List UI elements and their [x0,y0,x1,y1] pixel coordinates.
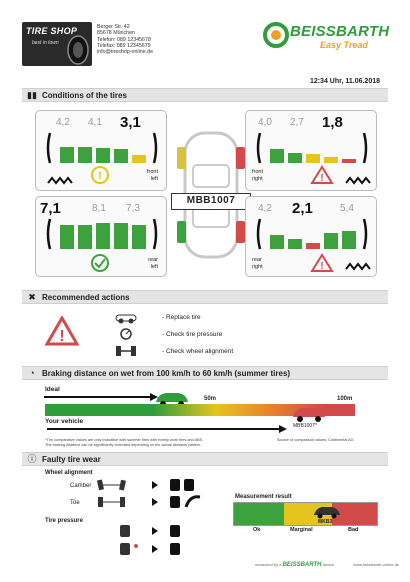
label-marginal: Marginal [290,527,313,533]
toe-label: Toe [70,500,80,506]
your-vehicle-label: Your vehicle [45,418,84,425]
tire-pair-icon: ▮▮ [27,90,37,100]
shop-logo: TIRE SHOP best in town [22,22,92,66]
danger-triangle-icon: ! [310,253,334,272]
scale-ok [234,503,284,525]
your-vehicle-arrow [47,425,287,433]
tire-pressure-icon [120,328,132,340]
danger-triangle-icon: ! [310,165,334,184]
footer-url: www.beissbarth-online.de [353,562,399,567]
shop-name: TIRE SHOP [26,26,78,36]
result-plate-marker: MKB3 [318,519,333,525]
braking-note: *The comparative values are only indicat… [45,438,204,447]
tread-bars [256,218,368,250]
section-conditions: ▮▮ Conditions of the tires [22,88,388,102]
danger-triangle-icon: ! [45,316,79,346]
beissbarth-logo-icon [263,22,289,48]
your-distance: 100m [337,396,353,402]
svg-text:!: ! [98,170,102,182]
braking-source: Source of comparison values: Continental… [277,438,354,442]
braking-gradient-bar [45,404,355,416]
license-plate: MBB1007 [171,193,251,210]
brand-name: BEISSBARTH [290,23,390,40]
alignment-title: Wheel alignment [45,470,93,476]
check-circle-icon [91,254,109,272]
section-actions: ✖ Recommended actions [22,290,388,304]
action-item: - Replace tire [162,314,201,321]
footer: measured by a BEISSBARTH device www.beis… [255,562,399,568]
pressure-diagram-high [120,543,180,555]
toe-diagram [98,495,201,508]
ideal-arrow [44,393,158,401]
pressure-diagram-low [120,525,180,537]
action-item: - Check wheel alignment [162,348,234,355]
wheel-alignment-icon [116,346,136,356]
red-car-icon [293,408,325,422]
tread-bars [46,132,158,164]
action-item: - Check tire pressure [162,331,223,338]
warning-circle-icon: ! [91,166,109,184]
brand-sub: Easy Tread [320,40,368,50]
tire-profile-icon [345,176,371,185]
pressure-title: Tire pressure [45,518,83,524]
shop-address: Berger Str. 42 85678 München Telefon: 08… [97,24,154,56]
label-bad: Bad [348,527,359,533]
label-ok: Ok [253,527,261,533]
result-car-icon [314,507,340,519]
camber-diagram [97,479,194,491]
footer-brand: BEISSBARTH [282,562,322,568]
car-tire-icon [115,314,137,324]
speedometer-icon: ◔ [29,368,35,378]
scale-bad [332,503,377,525]
tire-profile-icon [47,176,73,185]
tire-icon [67,35,89,65]
camber-label: Camber [70,483,92,489]
info-icon: ⓘ [27,454,37,464]
datetime: 12:34 Uhr, 11.06.2018 [309,78,380,85]
svg-text:!: ! [320,173,323,184]
measurement-result-scale [233,502,378,526]
shop-tagline: best in town [32,40,59,46]
measurement-result-title: Measurement result [235,494,292,500]
wrench-icon: ✖ [28,292,36,302]
section-braking: ◔ Braking distance on wet from 100 km/h … [22,366,388,380]
section-wear: ⓘ Faulty tire wear [22,452,388,466]
svg-text:!: ! [320,261,323,272]
ideal-distance: 50m [204,396,217,402]
tread-bars [256,132,368,164]
tread-bars [46,218,158,250]
svg-text:!: ! [59,328,64,345]
ideal-label: Ideal [45,386,60,393]
plate-marker: MBB1007* [293,423,317,429]
tire-profile-icon [345,262,371,271]
